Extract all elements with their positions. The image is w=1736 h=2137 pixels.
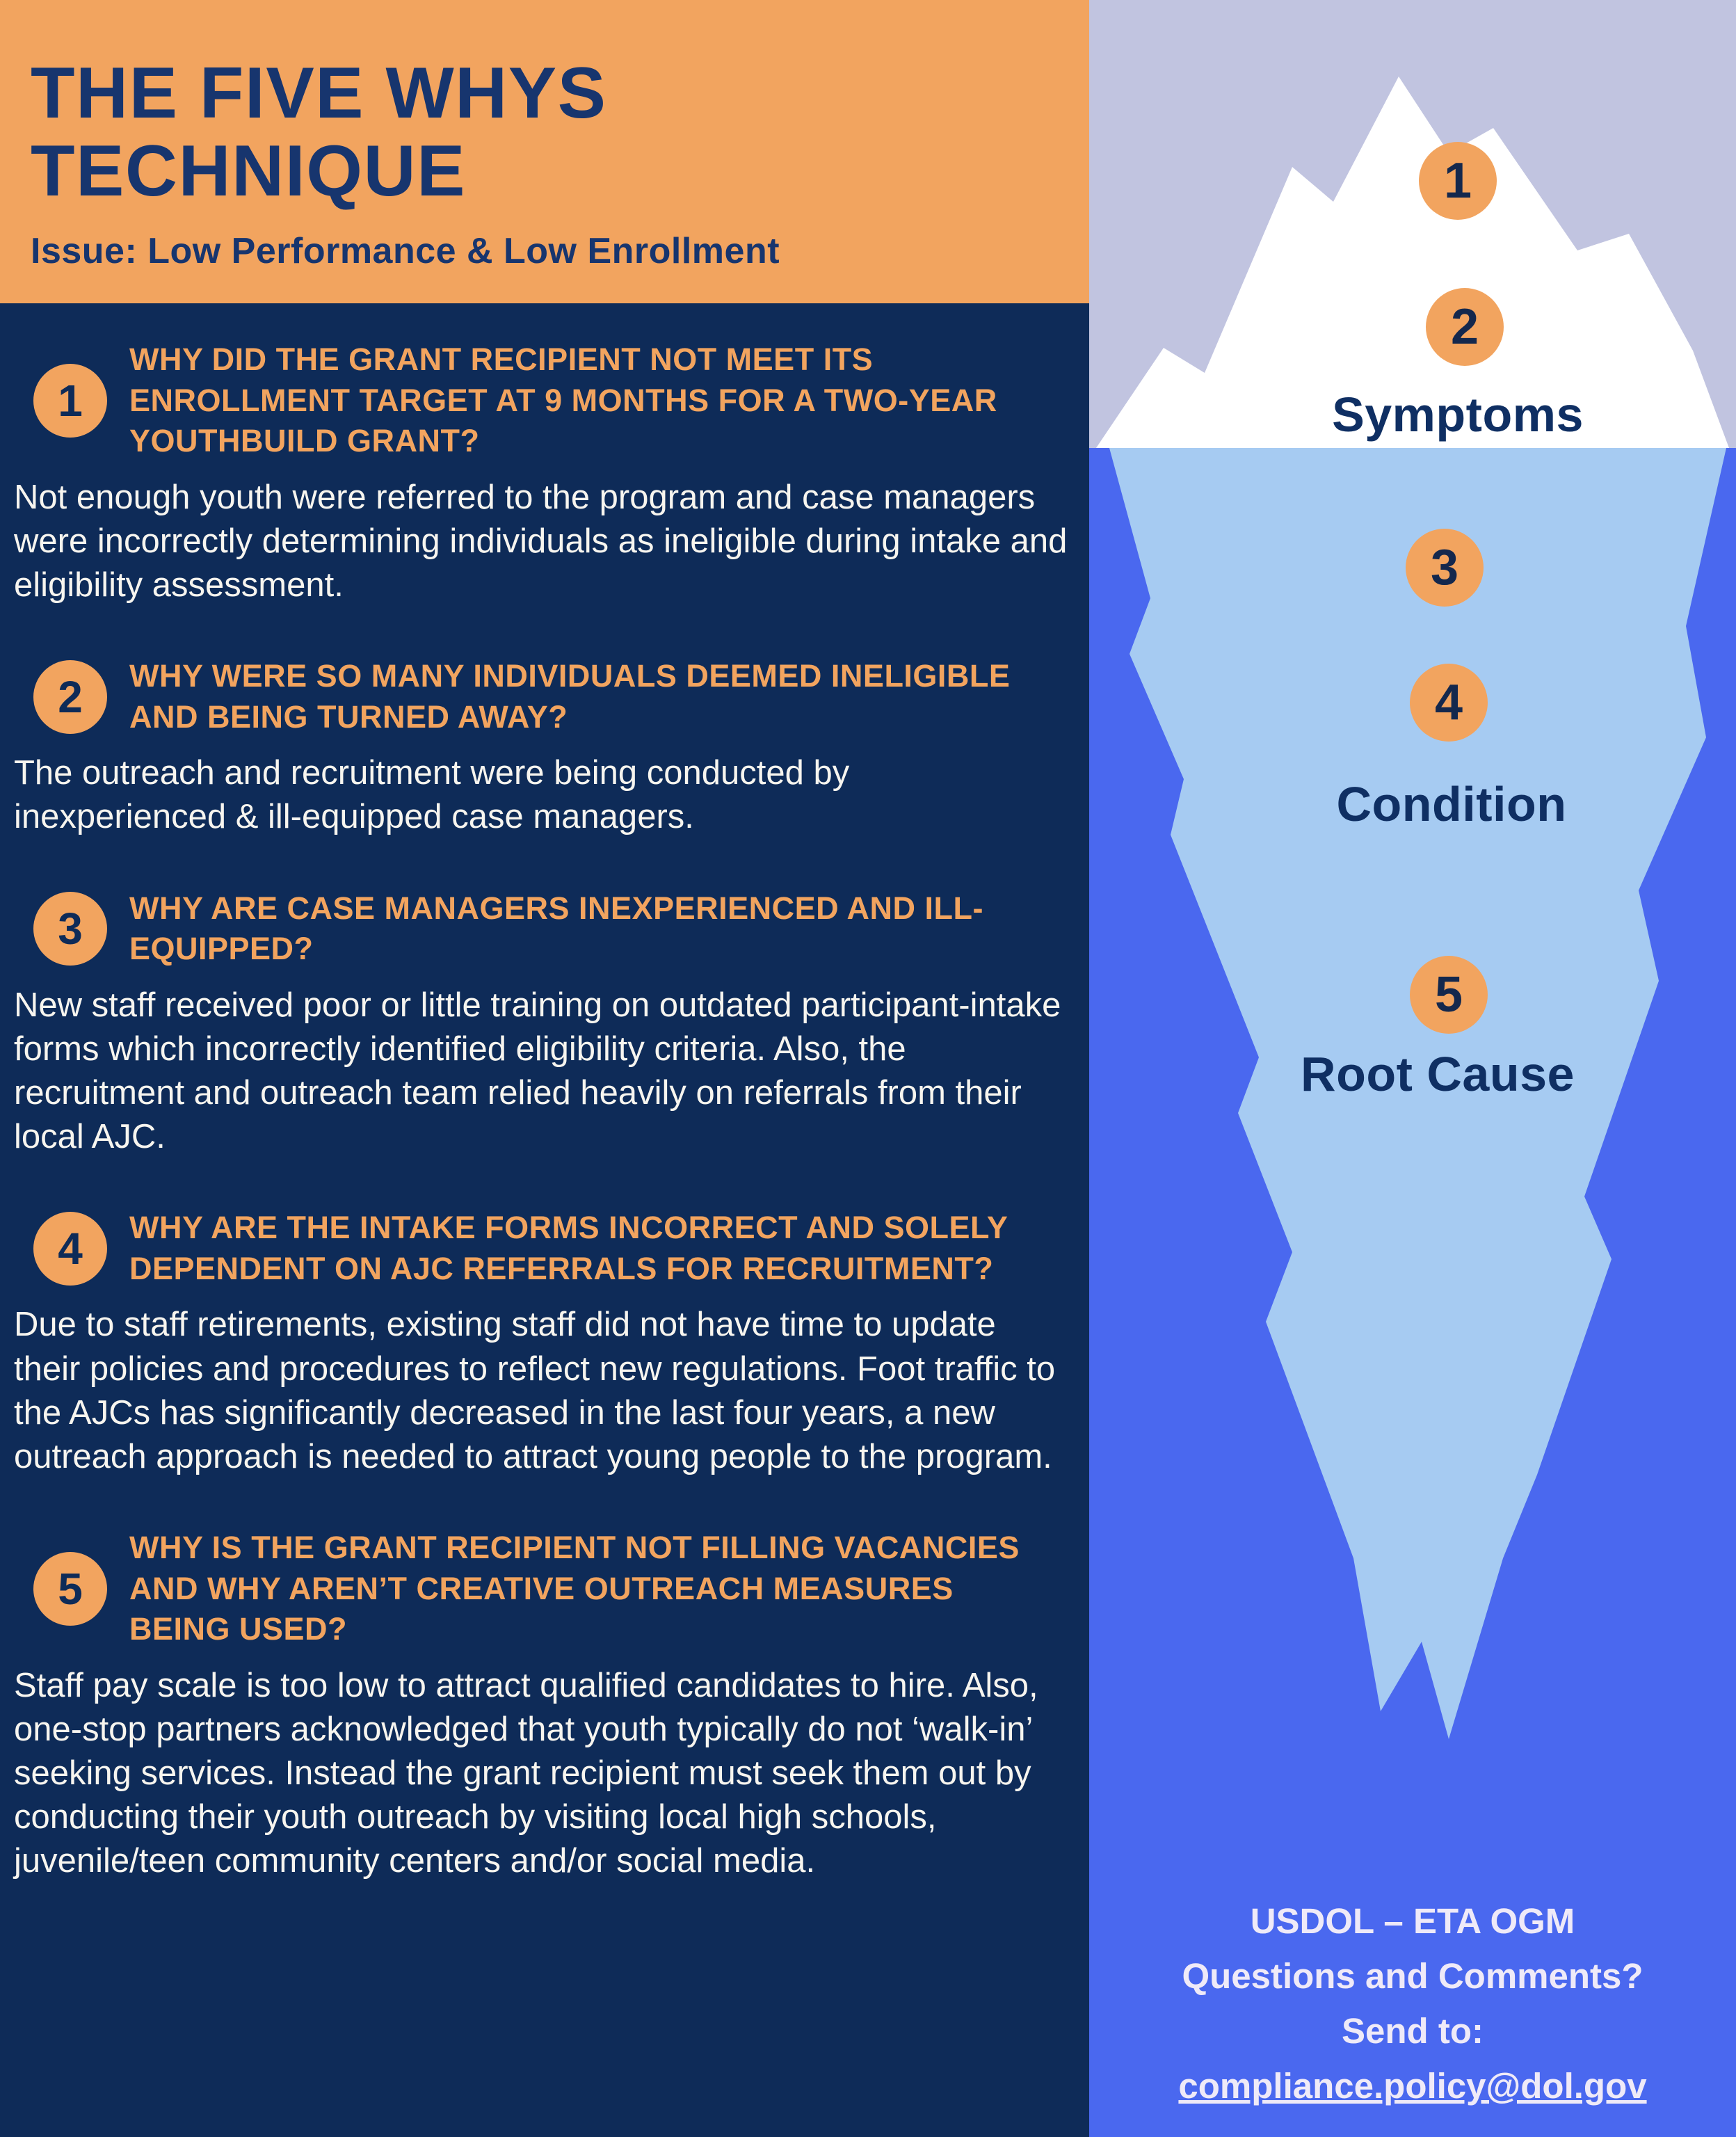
header: THE FIVE WHYS TECHNIQUE Issue: Low Perfo… <box>0 0 1089 303</box>
label-condition: Condition <box>1336 777 1567 831</box>
why-1-answer: Not enough youth were referred to the pr… <box>14 478 1068 604</box>
iceberg-below-water <box>1109 448 1726 1739</box>
why-3-header: 3 WHY ARE CASE MANAGERS INEXPERIENCED AN… <box>0 888 1089 970</box>
iceberg-marker-1: 1 <box>1419 142 1497 220</box>
why-2-question: WHY WERE SO MANY INDIVIDUALS DEEMED INEL… <box>129 658 1011 735</box>
contact-footer: USDOL – ETA OGM Questions and Comments? … <box>1089 1894 1736 2113</box>
iceberg-marker-5: 5 <box>1410 956 1488 1034</box>
why-block-1: 1 WHY DID THE GRANT RECIPIENT NOT MEET I… <box>0 339 1089 607</box>
footer-question-line: Questions and Comments? <box>1182 1956 1643 1996</box>
why-5-answer: Staff pay scale is too low to attract qu… <box>14 1666 1038 1880</box>
why-1-header: 1 WHY DID THE GRANT RECIPIENT NOT MEET I… <box>0 339 1089 462</box>
why-block-5: 5 WHY IS THE GRANT RECIPIENT NOT FILLING… <box>0 1528 1089 1884</box>
why-2-number-badge: 2 <box>33 659 107 734</box>
why-3-answer: New staff received poor or little traini… <box>14 986 1061 1156</box>
iceberg-panel: 1 2 Symptoms 3 4 Condition 5 Root Cause … <box>1089 0 1736 2137</box>
issue-subtitle: Issue: Low Performance & Low Enrollment <box>31 230 780 271</box>
left-column: THE FIVE WHYS TECHNIQUE Issue: Low Perfo… <box>0 0 1089 2137</box>
why-3-question: WHY ARE CASE MANAGERS INEXPERIENCED AND … <box>129 890 983 967</box>
why-4-answer: Due to staff retirements, existing staff… <box>14 1306 1056 1475</box>
why-5-question: WHY IS THE GRANT RECIPIENT NOT FILLING V… <box>129 1530 1020 1647</box>
title-line-2: TECHNIQUE <box>31 131 466 212</box>
email-link[interactable]: compliance.policy@dol.gov <box>1178 2066 1647 2106</box>
why-2-header: 2 WHY WERE SO MANY INDIVIDUALS DEEMED IN… <box>0 656 1089 737</box>
why-4-number-badge: 4 <box>33 1211 107 1286</box>
why-5-header: 5 WHY IS THE GRANT RECIPIENT NOT FILLING… <box>0 1528 1089 1650</box>
why-4-question: WHY ARE THE INTAKE FORMS INCORRECT AND S… <box>129 1210 1008 1286</box>
why-3-number-badge: 3 <box>33 892 107 966</box>
why-1-question: WHY DID THE GRANT RECIPIENT NOT MEET ITS… <box>129 342 997 458</box>
title-line-1: THE FIVE WHYS <box>31 53 607 134</box>
why-block-4: 4 WHY ARE THE INTAKE FORMS INCORRECT AND… <box>0 1208 1089 1479</box>
five-whys-list: 1 WHY DID THE GRANT RECIPIENT NOT MEET I… <box>0 303 1089 1884</box>
iceberg-marker-2: 2 <box>1426 288 1504 366</box>
org-name: USDOL – ETA OGM <box>1250 1901 1575 1941</box>
iceberg-marker-3: 3 <box>1406 529 1484 607</box>
why-1-number-badge: 1 <box>33 363 107 438</box>
footer-send-to: Send to: <box>1342 2011 1484 2051</box>
iceberg-illustration <box>1089 0 1736 2137</box>
page-title: THE FIVE WHYS TECHNIQUE <box>31 54 1061 211</box>
why-block-2: 2 WHY WERE SO MANY INDIVIDUALS DEEMED IN… <box>0 656 1089 839</box>
label-symptoms: Symptoms <box>1332 387 1584 442</box>
why-block-3: 3 WHY ARE CASE MANAGERS INEXPERIENCED AN… <box>0 888 1089 1160</box>
iceberg-above-water <box>1096 77 1729 448</box>
why-2-answer: The outreach and recruitment were being … <box>14 754 850 836</box>
iceberg-marker-4: 4 <box>1410 664 1488 742</box>
why-5-number-badge: 5 <box>33 1551 107 1626</box>
label-root-cause: Root Cause <box>1301 1047 1575 1101</box>
why-4-header: 4 WHY ARE THE INTAKE FORMS INCORRECT AND… <box>0 1208 1089 1289</box>
